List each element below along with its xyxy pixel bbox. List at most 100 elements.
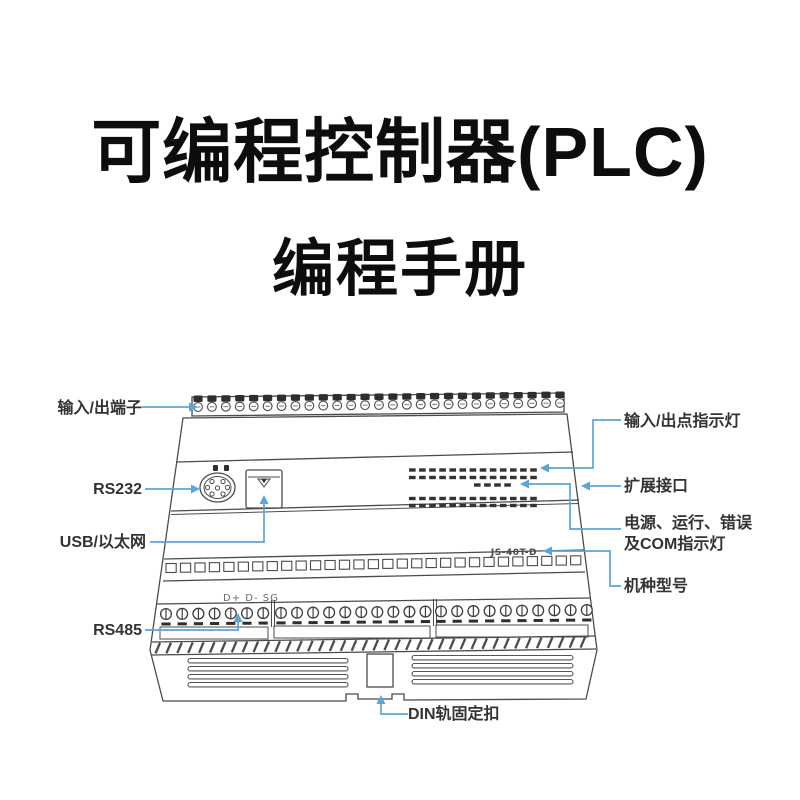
plc-device-outline	[149, 392, 598, 702]
vent-slot	[411, 662, 574, 669]
led-dot	[530, 496, 537, 501]
terminal-screw-cap	[430, 392, 440, 400]
terminal-dash	[226, 621, 236, 625]
terminal-window	[266, 561, 278, 572]
terminal-dash	[340, 620, 350, 624]
terminal-screw-cap	[290, 394, 301, 401]
terminal-window	[541, 555, 553, 566]
label-expansion-port: 扩展接口	[624, 476, 688, 495]
terminal-window	[223, 561, 235, 572]
leader-rs232	[145, 484, 200, 494]
led-dot	[449, 468, 456, 472]
device-model-text: JS-40T-D	[490, 548, 537, 558]
terminal-window	[295, 560, 307, 571]
hatch-line	[437, 638, 445, 650]
band-line	[156, 597, 591, 605]
hatch-line	[154, 642, 162, 654]
hatch-line	[219, 641, 227, 653]
rs485-pin-names: D+ D- SG	[223, 593, 279, 604]
terminal-dash	[420, 620, 431, 624]
led-dot	[469, 475, 477, 480]
hatch-strip	[154, 636, 587, 654]
terminal-dash	[517, 619, 527, 623]
terminal-window	[309, 560, 322, 571]
leader-model-number	[543, 546, 621, 587]
leader-din-clip	[376, 695, 408, 715]
terminal-window	[208, 562, 221, 573]
terminal-dash	[485, 619, 495, 623]
vent-slot	[411, 654, 574, 661]
hatch-line	[568, 636, 576, 649]
terminal-screw-cap	[360, 393, 370, 401]
led-dot	[449, 496, 456, 501]
terminal-screw-cap	[318, 394, 328, 401]
led-dot	[469, 503, 477, 508]
terminal-dash	[582, 618, 592, 622]
terminal-label-strip	[435, 624, 589, 638]
hatch-line	[350, 639, 358, 652]
terminal-screw-cap	[527, 391, 537, 399]
led-dot	[419, 468, 426, 472]
hatch-line	[252, 641, 260, 653]
terminal-dash	[356, 620, 366, 624]
terminal-screw-cap	[388, 393, 398, 400]
vent-slots	[187, 654, 574, 688]
hatch-line	[307, 640, 314, 652]
vent-slot	[187, 665, 349, 672]
hatch-line	[372, 639, 380, 651]
terminal-screw-cap	[332, 393, 342, 401]
hatch-line	[328, 640, 336, 652]
terminal-window	[396, 558, 408, 569]
arrow-left-icon	[543, 546, 552, 556]
terminal-dash	[292, 621, 302, 625]
led-dot	[429, 468, 436, 472]
hatch-line	[426, 638, 434, 651]
led-dot	[439, 468, 446, 472]
terminal-window	[468, 557, 481, 568]
vent-slot	[187, 681, 349, 688]
arrow-up-icon	[259, 495, 269, 504]
vent-slot	[411, 678, 574, 685]
terminal-screw-cap	[416, 393, 426, 400]
terminal-window	[555, 555, 567, 566]
led-dot	[530, 503, 537, 508]
led-dot	[499, 496, 507, 501]
terminal-screw-cap	[221, 395, 231, 402]
band-line	[163, 549, 585, 560]
terminal-screw-cap	[276, 394, 287, 402]
led-dot	[419, 475, 426, 480]
led-dot	[419, 496, 426, 501]
arrow-right-icon	[191, 484, 200, 494]
hatch-line	[405, 638, 412, 651]
arrow-left-icon	[520, 479, 529, 489]
led-dot	[504, 483, 511, 487]
led-dot	[520, 496, 527, 501]
terminal-dash	[501, 619, 511, 623]
page-title: 可编程控制器(PLC)	[91, 113, 709, 191]
terminal-window	[367, 559, 380, 570]
hatch-line	[165, 642, 172, 654]
terminal-screw-cap	[443, 392, 454, 400]
terminal-dash	[161, 622, 171, 626]
hatch-line	[394, 639, 401, 651]
leader-expansion-port	[581, 481, 621, 491]
terminal-dash	[468, 619, 478, 623]
led-dot	[484, 483, 491, 487]
terminal-screw-cap	[304, 394, 314, 401]
terminal-screw-cap	[346, 393, 356, 401]
vent-slot	[187, 673, 349, 680]
label-usb-ethernet: USB/以太网	[60, 532, 146, 551]
led-dot	[459, 503, 467, 508]
terminal-window	[179, 562, 192, 573]
terminal-window	[425, 558, 437, 569]
terminal-screw-cap	[374, 393, 384, 401]
band-line	[150, 648, 597, 656]
led-dot	[510, 496, 517, 501]
hatch-line	[285, 640, 292, 653]
hatch-line	[503, 637, 510, 650]
leader-power-indicators	[520, 479, 621, 530]
terminal-screw-cap	[499, 392, 509, 399]
hatch-line	[416, 638, 423, 651]
